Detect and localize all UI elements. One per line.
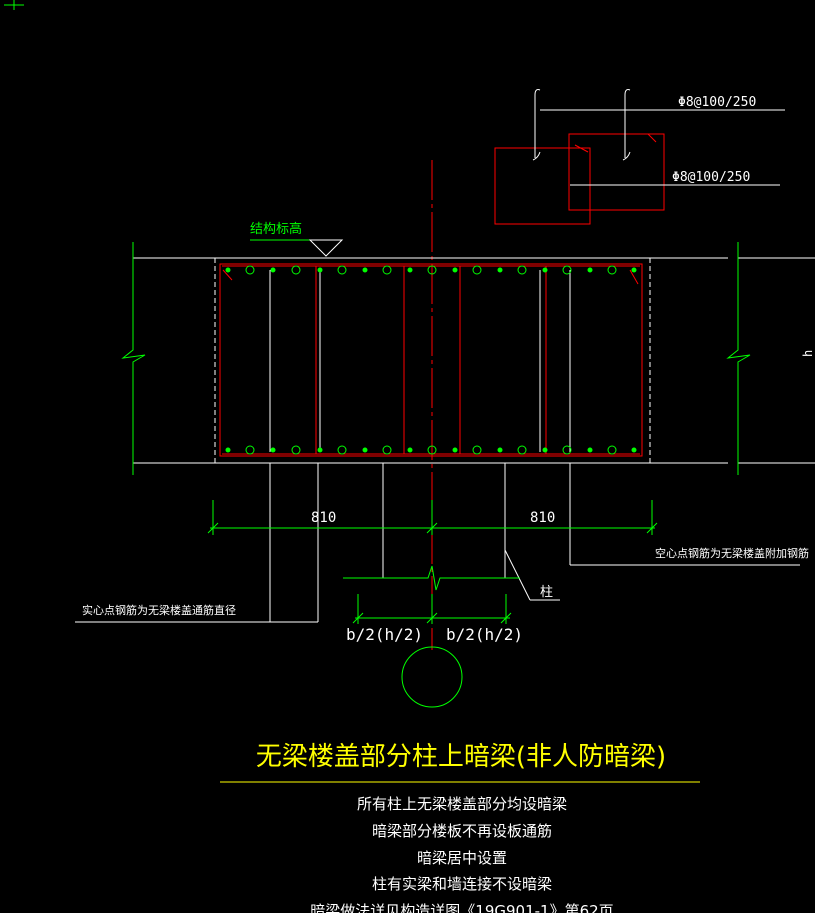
column-label: 柱 (540, 585, 553, 600)
hollow-rebar-dot (291, 445, 301, 455)
hollow-rebar-dot (562, 445, 572, 455)
solid-rebar-dot (270, 447, 276, 453)
axis-bubble (401, 646, 463, 708)
hollow-rebar-dot (382, 265, 392, 275)
hollow-rebar-note: 空心点钢筋为无梁楼盖附加钢筋 (655, 546, 809, 560)
structure-elevation-label: 结构标高 (250, 221, 302, 237)
solid-rebar-dot (317, 267, 323, 273)
ucs-marker (4, 0, 24, 10)
solid-rebar-dot (452, 447, 458, 453)
solid-rebar-dot (587, 447, 593, 453)
top-rebar-row (225, 265, 637, 275)
solid-rebar-dot (631, 447, 637, 453)
stirrup-detail (494, 89, 665, 225)
solid-rebar-dot (542, 267, 548, 273)
break-lines (121, 242, 751, 475)
note-line-2: 暗梁部分楼板不再设板通筋 (372, 822, 552, 840)
solid-rebar-dot (225, 447, 231, 453)
stirrup-spec-1: Φ8@100/250 (678, 95, 756, 110)
bottom-rebar-row (225, 445, 637, 455)
solid-rebar-dot (270, 267, 276, 273)
hollow-rebar-dot (291, 265, 301, 275)
solid-rebar-dot (407, 267, 413, 273)
hollow-rebar-dot (472, 265, 482, 275)
solid-rebar-dot (452, 267, 458, 273)
solid-rebar-note: 实心点钢筋为无梁楼盖通筋直径 (82, 603, 236, 617)
hollow-rebar-dot (337, 445, 347, 455)
hollow-rebar-dot (472, 445, 482, 455)
hollow-rebar-dot (245, 265, 255, 275)
inner-bars (269, 270, 571, 452)
solid-rebar-dot (587, 267, 593, 273)
stirrup-spec-2: Φ8@100/250 (672, 170, 750, 185)
hollow-rebar-dot (517, 265, 527, 275)
hollow-rebar-dot (382, 445, 392, 455)
slab-outline (133, 257, 815, 464)
note-line-1: 所有柱上无梁楼盖部分均设暗梁 (357, 795, 567, 813)
solid-rebar-dot (407, 447, 413, 453)
solid-rebar-dot (497, 447, 503, 453)
half-width-right-label: b/2(h/2) (446, 625, 523, 644)
solid-rebar-dot (631, 267, 637, 273)
drawing-title: 无梁楼盖部分柱上暗梁(非人防暗梁) (256, 742, 666, 772)
half-width-left-label: b/2(h/2) (346, 625, 423, 644)
dim-right-value: 810 (530, 510, 555, 526)
solid-rebar-dot (362, 447, 368, 453)
solid-rebar-dot (542, 447, 548, 453)
dimension-line-810 (207, 500, 658, 535)
hollow-rebar-dot (245, 445, 255, 455)
stirrup-leader-lines (540, 109, 785, 186)
half-width-dimension (352, 594, 512, 624)
hollow-rebar-dot (517, 445, 527, 455)
hollow-rebar-dot (427, 265, 437, 275)
note-line-5: 暗梁做法详见构造详图《19G901-1》第62页 (310, 902, 613, 913)
column-outline (75, 463, 800, 623)
solid-rebar-dot (317, 447, 323, 453)
elevation-marker (250, 239, 344, 257)
note-line-3: 暗梁居中设置 (417, 849, 507, 867)
hollow-rebar-dot (607, 445, 617, 455)
solid-rebar-dot (225, 267, 231, 273)
hollow-rebar-dot (562, 265, 572, 275)
dim-left-value: 810 (311, 510, 336, 526)
hollow-rebar-dot (427, 445, 437, 455)
rebar-cage (219, 263, 643, 457)
column-break-line (343, 565, 520, 591)
hollow-rebar-dot (337, 265, 347, 275)
hollow-rebar-dot (607, 265, 617, 275)
solid-rebar-dot (362, 267, 368, 273)
note-line-4: 柱有实梁和墙连接不设暗梁 (372, 875, 552, 893)
height-symbol: h (801, 350, 815, 357)
solid-rebar-dot (497, 267, 503, 273)
